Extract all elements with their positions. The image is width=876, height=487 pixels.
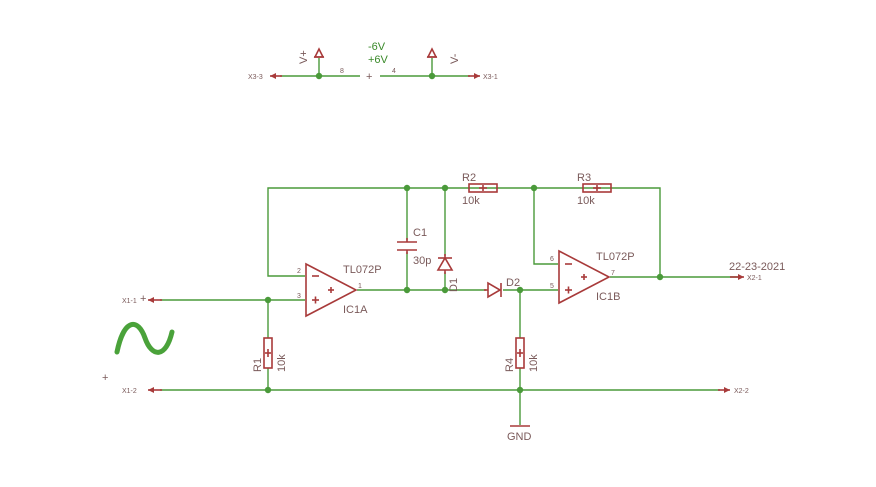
x2-1-connector [730, 274, 744, 280]
x1-1-label: X1-1 [122, 298, 137, 305]
c1-name: C1 [413, 227, 427, 239]
r4-name: R4 [504, 358, 516, 372]
ic1b-name: IC1B [596, 291, 620, 303]
power-supply: X3-3 X3-1 V+ V- 8 4 -6V +6V + [248, 41, 498, 83]
pin-4-label: 4 [392, 68, 396, 75]
x1-2-label: X1-2 [122, 388, 137, 395]
resistor-r3 [582, 183, 612, 193]
resistor-r1 [263, 337, 273, 369]
r3-value: 10k [577, 195, 595, 207]
x1-2-connector [148, 387, 162, 393]
ic1a-pin3: 3 [297, 293, 301, 300]
r1-value: 10k [276, 354, 288, 372]
vplus-label: V+ [298, 50, 310, 64]
x3-3-label: X3-3 [248, 74, 263, 81]
vminus-label: V- [449, 53, 461, 64]
wires [160, 187, 738, 425]
sine-wave-icon [114, 321, 175, 355]
junctions [264, 184, 664, 394]
ic1b-pin5: 5 [550, 283, 554, 290]
opamp-ic1b [558, 249, 611, 305]
ic1a-type: TL072P [343, 264, 382, 276]
pin-8-label: 8 [340, 68, 344, 75]
r2-name: R2 [462, 172, 476, 184]
gnd-label: GND [507, 431, 532, 443]
minus6v-label: -6V [368, 41, 386, 53]
ic1b-type: TL072P [596, 251, 635, 263]
ic1a-name: IC1A [343, 304, 368, 316]
x2-1-label: X2-1 [747, 275, 762, 282]
opamp-ic1a [305, 262, 358, 318]
ic1b-pin6: 6 [550, 256, 554, 263]
x3-1-label: X3-1 [483, 74, 498, 81]
ic1a-pin1: 1 [358, 283, 362, 290]
vminus-symbol [426, 47, 438, 58]
vplus-symbol [313, 47, 325, 58]
r3-name: R3 [577, 172, 591, 184]
x3-3-connector [270, 73, 282, 79]
c1-value: 30p [413, 255, 431, 267]
resistor-r4 [515, 337, 525, 369]
r4-value: 10k [528, 354, 540, 372]
r2-value: 10k [462, 195, 480, 207]
x1-1-plus: + [140, 293, 146, 305]
ic1b-pin7: 7 [611, 270, 615, 277]
x2-2-label: X2-2 [734, 388, 749, 395]
x2-2-connector [718, 387, 730, 393]
d1-name: D1 [448, 278, 460, 292]
diode-d2 [484, 281, 502, 299]
x3-1-connector [468, 73, 480, 79]
origin-marker: + [102, 372, 108, 384]
date-label: 22-23-2021 [729, 261, 785, 273]
capacitor-c1 [397, 238, 417, 254]
ic1a-pin2: 2 [297, 268, 301, 275]
d2-name: D2 [506, 277, 520, 289]
r1-name: R1 [252, 358, 264, 372]
resistor-r2 [468, 183, 498, 193]
plus-marker: + [366, 71, 372, 83]
x1-1-connector [148, 297, 162, 303]
plus6v-label: +6V [368, 54, 389, 66]
diode-d1 [436, 254, 454, 274]
